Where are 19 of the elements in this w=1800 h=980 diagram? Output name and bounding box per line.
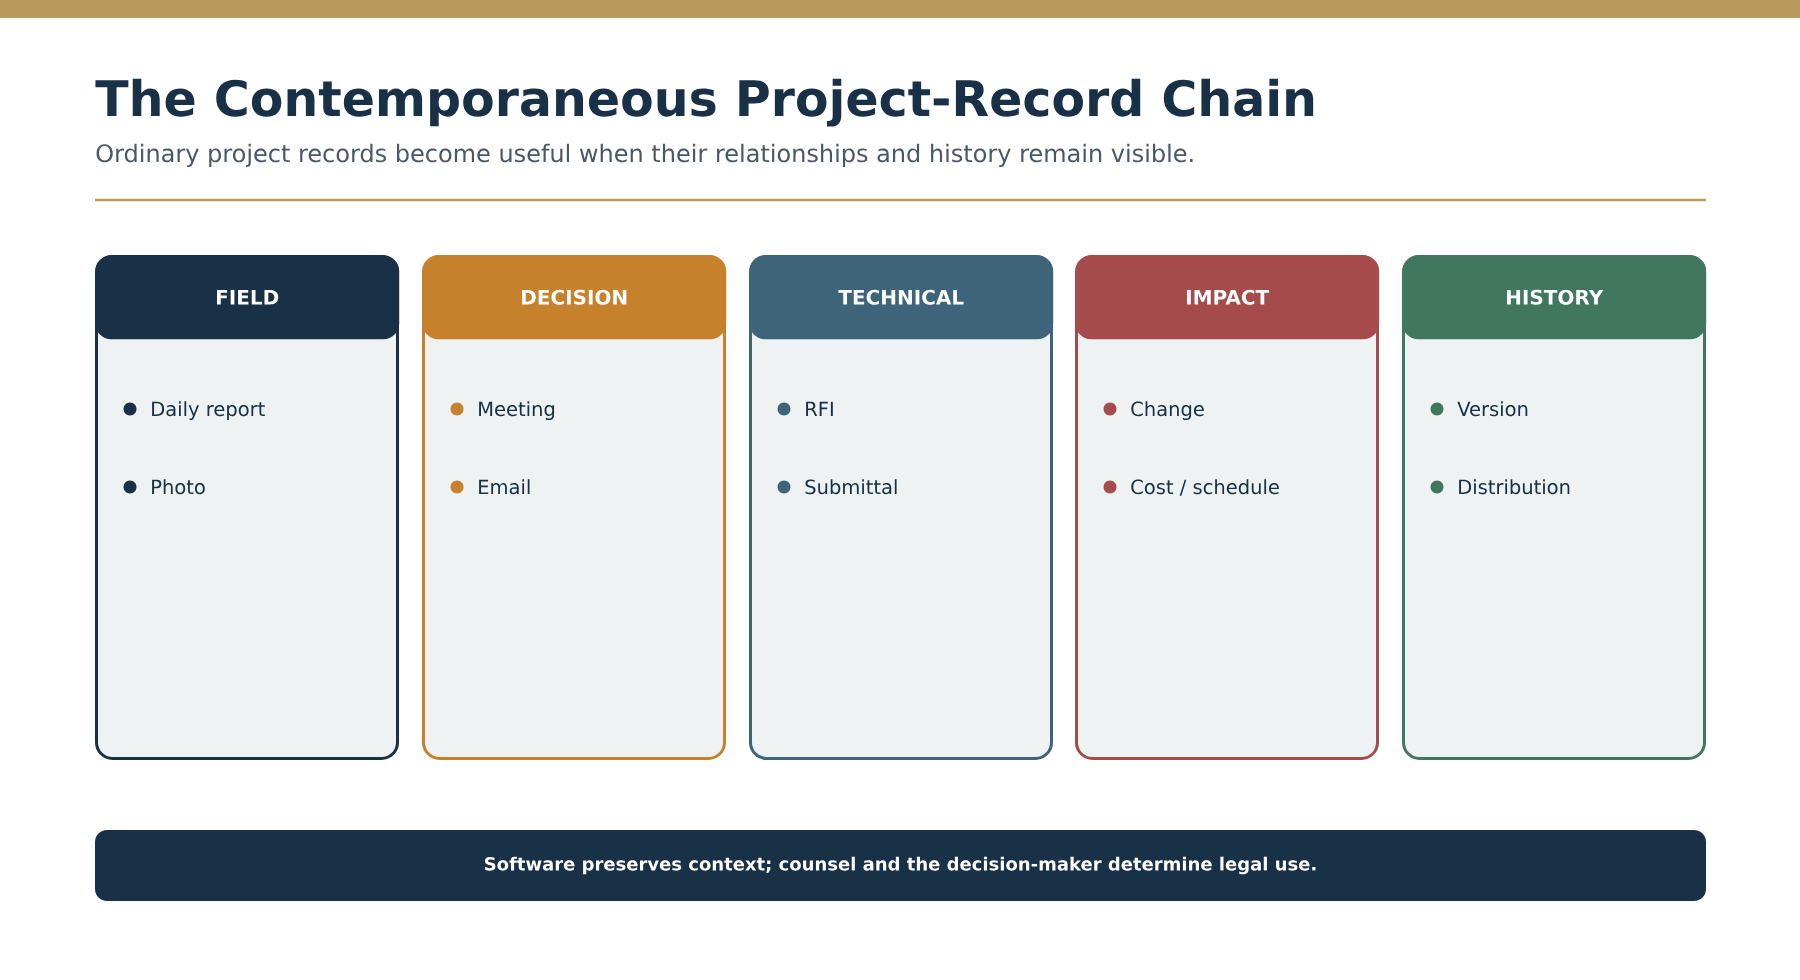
list-item: Version [1457, 401, 1528, 417]
list-item: Photo [152, 479, 205, 495]
list-item: Change [1131, 401, 1204, 421]
card-header: IMPACT [1075, 255, 1380, 340]
list-item: Meeting [479, 401, 555, 421]
list-item: RFI [806, 401, 833, 416]
list-item: Cost / schedule [1131, 479, 1279, 496]
card-header: FIELD [95, 255, 400, 340]
list-item: Distribution [1459, 479, 1570, 495]
top-bar [0, 0, 1800, 18]
banner: Software preserves context; counsel and the decision-maker determine legal use. [95, 830, 1706, 901]
list-item: Submittal [805, 479, 897, 495]
list-item: Email [479, 479, 530, 495]
card-header: HISTORY [1402, 255, 1707, 340]
subtitle: Ordinary project records become useful when their relationships and history remain visible. [96, 143, 1193, 167]
title: The Contemporaneous Project-Record Chain [95, 78, 1314, 127]
list-item: Daily report [152, 401, 265, 421]
card-header: TECHNICAL [749, 255, 1054, 340]
card-header: DECISION [422, 255, 727, 340]
